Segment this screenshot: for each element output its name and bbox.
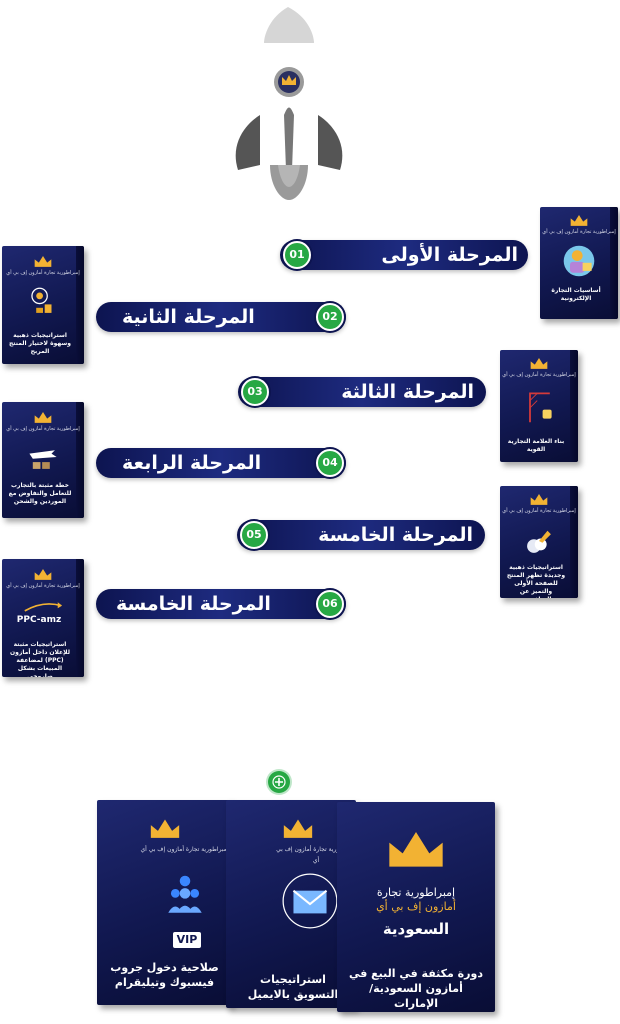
ppc-chart-icon (24, 602, 63, 612)
crown-icon (530, 494, 548, 505)
stage-1-number: 01 (283, 241, 311, 269)
bundle-brand-line1: إمبراطورية تجارة (376, 886, 456, 899)
bundle-box-email: إمبراطورية تجارة أمازون إف بي أي استراتي… (226, 800, 356, 1008)
product-box-2: إمبراطورية تجارة أمازون إف بي أي استراتي… (2, 246, 84, 364)
stage-5-bar: 05 المرحلة الخامسة (237, 520, 485, 550)
stage-1-bar: 01 المرحلة الأولى (280, 240, 528, 270)
bundle-brand-line2: أمازون إف بي أي (376, 900, 456, 913)
stage-4-number: 04 (316, 449, 344, 477)
target-coins-icon (31, 287, 52, 313)
crown-icon (34, 412, 52, 423)
ppc-badge: PPC-amz (16, 615, 62, 625)
product-title: استراتيجيات ذهبية وسهوة لاختيار المنتج ا… (8, 332, 72, 355)
stage-4-bar: 04 المرحلة الرابعة (96, 448, 346, 478)
stage-5-number: 05 (240, 521, 268, 549)
product-brand: إمبراطورية تجارة أمازون إف بي أي (502, 372, 576, 378)
product-title: استراتيجيات ذهبية وجديدة تظهر المنتج للص… (506, 564, 566, 598)
product-title: استراتيجيات مثبتة للإعلان داخل أمازون (P… (10, 641, 70, 677)
group-vip-icon (168, 875, 202, 913)
product-brand: إمبراطورية تجارة أمازون إف بي أي (6, 426, 80, 432)
crown-icon (530, 358, 548, 369)
stage-2-number: 02 (316, 303, 344, 331)
bundle-brand: إمبراطورية تجارة أمازون إف بي أي (140, 846, 229, 853)
stage-2-label: المرحلة الثانية (122, 306, 255, 328)
product-box-4: إمبراطورية تجارة أمازون إف بي أي خطة مثب… (2, 402, 84, 518)
stage-3-number: 03 (241, 378, 269, 406)
bundle-brand: إمبراطورية تجارة أمازون إف بي أي (276, 846, 356, 864)
stage-6-number: 06 (316, 590, 344, 618)
bundle-title: دورة مكثفة في البيع في أمازون السعودية/ … (349, 967, 483, 1010)
stage-4-label: المرحلة الرابعة (122, 452, 262, 474)
product-box-6: إمبراطورية تجارة أمازون إف بي أي PPC-amz… (2, 559, 84, 677)
person-laptop-icon (563, 245, 595, 277)
bundle-title: استراتيجيات التسويق بالايميل (247, 973, 339, 1001)
crown-icon (283, 819, 313, 838)
stage-1-label: المرحلة الأولى (381, 244, 518, 266)
stage-6-bar: 06 المرحلة الخامسة (96, 589, 346, 619)
product-brand: إمبراطورية تجارة أمازون إف بي أي (6, 270, 80, 276)
product-box-3: إمبراطورية تجارة أمازون إف بي أي بناء ال… (500, 350, 578, 462)
stage-3-label: المرحلة الثالثة (341, 381, 474, 403)
bundle-box-main: إمبراطورية تجارة أمازون إف بي أي السعودي… (337, 802, 495, 1012)
bundle-headline: السعودية (382, 920, 450, 938)
product-title: خطة مثبتة بالتجارب للتعامل والتفاوض مع ا… (8, 482, 72, 505)
rocket-icon (235, 7, 343, 200)
product-title: بناء العلامة التجارية القوية (507, 438, 565, 453)
crown-icon (150, 819, 180, 838)
rocket-cloud-icon (527, 530, 551, 553)
product-box-1: إمبراطورية تجارة أمازون إف بي أي أساسيات… (540, 207, 618, 319)
stage-5-label: المرحلة الخامسة (318, 524, 473, 546)
airplane-boxes-icon (29, 450, 57, 469)
crane-cup-icon (529, 392, 552, 423)
crown-icon (34, 569, 52, 580)
stage-2-bar: 02 المرحلة الثانية (96, 302, 346, 332)
bundle-box-vip: إمبراطورية تجارة أمازون إف بي أي VIP صلا… (97, 800, 232, 1005)
product-brand: إمبراطورية تجارة أمازون إف بي أي (6, 583, 80, 589)
email-icon (282, 873, 338, 929)
bundle-title: صلاحية دخول جروب فيسبوك وتيليقرام (110, 961, 219, 989)
crown-icon (34, 256, 52, 267)
product-brand: إمبراطورية تجارة أمازون إف بي أي (542, 229, 616, 235)
stage-6-label: المرحلة الخامسة (116, 593, 271, 615)
product-box-5: إمبراطورية تجارة أمازون إف بي أي استراتي… (500, 486, 578, 598)
crown-icon (389, 832, 443, 867)
vip-badge: VIP (173, 932, 201, 948)
plus-icon (268, 771, 290, 793)
product-brand: إمبراطورية تجارة أمازون إف بي أي (502, 508, 576, 514)
crown-icon (570, 215, 588, 226)
stage-3-bar: 03 المرحلة الثالثة (238, 377, 486, 407)
product-title: أساسيات التجارة الإلكترونية (551, 287, 601, 302)
